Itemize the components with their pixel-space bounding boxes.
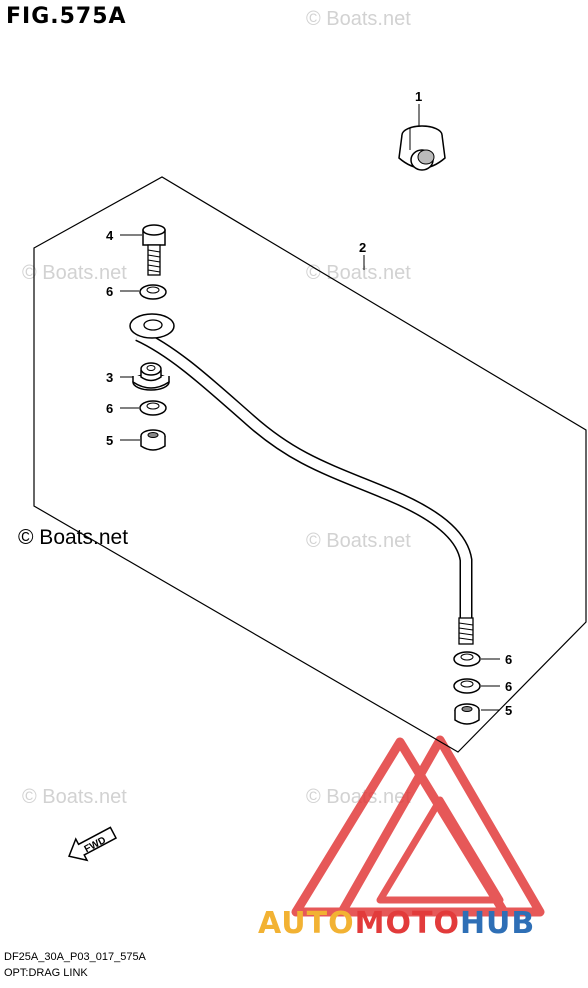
callout-1: 1 (415, 89, 423, 104)
nut-part-5 (140, 429, 166, 451)
brand-wordmark: AUTOMOTOHUB (258, 906, 535, 941)
washer-part-6 (453, 651, 481, 667)
watermark: © Boats.net (306, 786, 411, 808)
washer-part-6 (453, 678, 481, 694)
watermark: © Boats.net (22, 262, 127, 284)
nut-part-5 (454, 703, 480, 725)
nut-part-1 (398, 125, 446, 171)
callout-3: 3 (106, 370, 114, 385)
bolt-part-4 (142, 224, 166, 276)
figure-caption: OPT:DRAG LINK (4, 967, 88, 979)
watermark: © Boats.net (22, 786, 127, 808)
watermark: © Boats.net (306, 530, 411, 552)
figure-title: FIG.575A (6, 4, 127, 29)
fwd-label: FWD (83, 835, 108, 855)
brand-part-auto: AUTO (258, 906, 355, 941)
washer-part-6 (139, 400, 167, 416)
figure-code: DF25A_30A_P03_017_575A (4, 951, 146, 963)
callout-5: 5 (505, 703, 513, 718)
brand-part-moto: MOTO (354, 906, 460, 941)
brand-part-hub: HUB (459, 906, 536, 941)
callout-6: 6 (505, 652, 513, 667)
watermark-main: © Boats.net (18, 526, 129, 549)
drag-link-part-2 (129, 313, 474, 645)
bushing-part-3 (132, 362, 170, 391)
callout-4: 4 (106, 228, 114, 243)
brand-logo-icon (291, 735, 545, 917)
fwd-arrow-icon (68, 826, 118, 862)
kit-box-outline (33, 176, 587, 753)
callout-6: 6 (106, 284, 114, 299)
washer-part-6 (139, 284, 167, 300)
callout-5: 5 (106, 433, 114, 448)
callout-6: 6 (505, 679, 513, 694)
callout-6: 6 (106, 401, 114, 416)
callout-2: 2 (359, 240, 367, 255)
watermark: © Boats.net (306, 8, 411, 30)
